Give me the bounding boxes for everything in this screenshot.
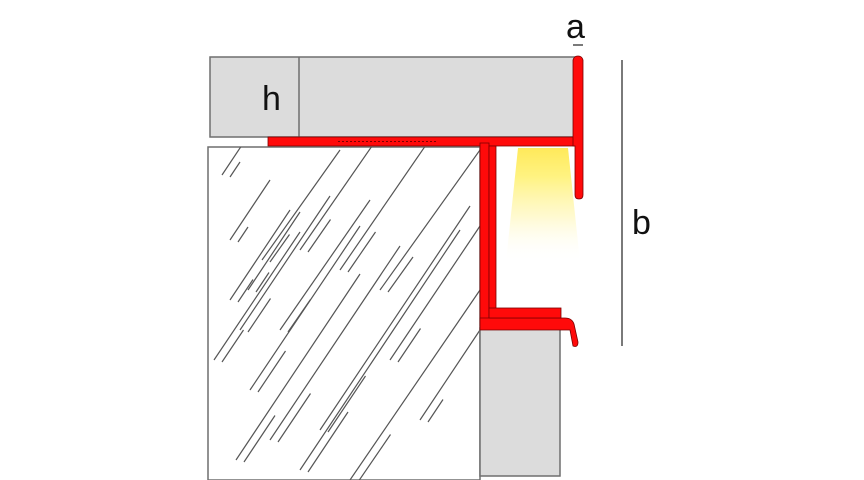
substrate-block (207, 146, 481, 480)
hatch-stroke-short (397, 328, 421, 363)
hatch-stroke (339, 147, 426, 271)
hatch-stroke (299, 229, 461, 471)
hatch-stroke-short (427, 399, 444, 423)
hatch-stroke-short (257, 350, 286, 393)
hatch-stroke (221, 147, 242, 176)
hatch-stroke (229, 209, 291, 301)
hatch-stroke (239, 195, 331, 331)
label-b: b (632, 204, 651, 242)
hatch-stroke-short (237, 226, 249, 243)
hatch-stroke (319, 205, 471, 431)
hatch-stroke (349, 289, 480, 480)
hatch-stroke (229, 179, 271, 241)
hatch-stroke-short (347, 231, 376, 273)
hatch-stroke-short (247, 298, 271, 333)
hatch-stroke-short (307, 411, 349, 473)
hatch-stroke-short (358, 434, 391, 480)
hatch-stroke-short (327, 375, 366, 433)
hatch-stroke (299, 147, 373, 251)
hatch-stroke-short (237, 279, 254, 303)
hatch-stroke (279, 199, 371, 331)
hatch-stroke-short (221, 329, 244, 363)
hatch-stroke-short (277, 393, 311, 443)
label-h: h (262, 80, 281, 118)
led-light-beam (506, 148, 580, 262)
hatch-stroke-short (269, 234, 290, 263)
hatch-stroke-short (307, 219, 331, 253)
hatch-stroke (235, 273, 361, 461)
side-tile (479, 327, 561, 477)
red-profile (267, 55, 584, 347)
substrate-hatching (213, 147, 480, 480)
hatch-stroke-short (287, 299, 311, 333)
hatch-stroke (261, 149, 341, 261)
hatch-stroke (247, 211, 301, 291)
hatch-stroke (269, 245, 401, 441)
hatch-stroke-short (255, 272, 270, 293)
hatch-stroke (419, 329, 480, 421)
hatch-stroke-short (229, 161, 241, 178)
hatch-stroke-short (243, 415, 276, 463)
hatch-stroke-short (387, 256, 414, 293)
hatch-stroke (389, 225, 480, 361)
hatch-stroke (379, 149, 480, 291)
label-a: a (566, 8, 585, 46)
hatch-stroke (213, 231, 301, 361)
